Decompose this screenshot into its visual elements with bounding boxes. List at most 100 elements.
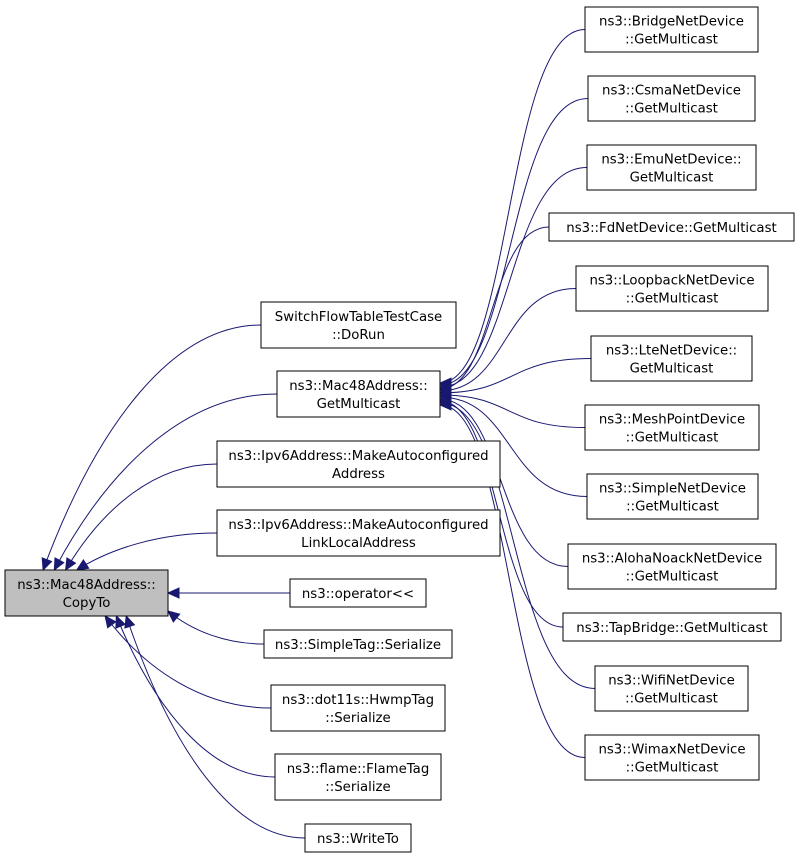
node-box xyxy=(270,684,446,732)
node-box xyxy=(586,144,757,191)
edge-root-flametag xyxy=(115,614,276,778)
node-label: SwitchFlowTableTestCase xyxy=(275,310,442,325)
edge-root-simpletag xyxy=(167,610,265,645)
arrowhead xyxy=(438,399,452,411)
node-label: ns3::Mac48Address:: xyxy=(17,578,156,593)
node-label: ns3::SimpleTag::Serialize xyxy=(275,638,441,653)
edge-line xyxy=(439,396,588,497)
graph-node-simpletag[interactable]: ns3::SimpleTag::Serialize xyxy=(263,629,453,659)
node-box xyxy=(260,301,457,349)
node-label: ::GetMulticast xyxy=(626,292,719,307)
node-label: ::Serialize xyxy=(325,711,390,726)
edge-root-switchflow xyxy=(41,324,262,572)
node-label: ns3::operator<< xyxy=(302,587,414,602)
node-box xyxy=(587,75,756,122)
graph-node-ipv6auto[interactable]: ns3::Ipv6Address::MakeAutoconfiguredAddr… xyxy=(216,440,501,488)
node-label: ::GetMulticast xyxy=(625,102,718,117)
graph-node-operator[interactable]: ns3::operator<< xyxy=(289,578,427,608)
graph-node-lte[interactable]: ns3::LteNetDevice::GetMulticast xyxy=(590,335,753,382)
edge-line xyxy=(439,167,588,388)
graph-node-loopback[interactable]: ns3::LoopbackNetDevice::GetMulticast xyxy=(575,265,769,312)
edge-root-writeto xyxy=(124,614,306,839)
edge-getmc-emu xyxy=(438,167,588,393)
node-label: Address xyxy=(332,467,385,482)
node-label: ns3::SimpleNetDevice xyxy=(599,482,746,497)
node-label: LinkLocalAddress xyxy=(301,536,416,551)
graph-node-hwmptag[interactable]: ns3::dot11s::HwmpTag::Serialize xyxy=(270,684,446,732)
graph-node-csma[interactable]: ns3::CsmaNetDevice::GetMulticast xyxy=(587,75,756,122)
edge-getmc-wimax xyxy=(438,399,586,758)
node-label: ns3::BridgeNetDevice xyxy=(599,15,744,30)
edge-root-hwmptag xyxy=(104,615,272,709)
node-label: ns3::flame::FlameTag xyxy=(287,762,430,777)
graph-node-flametag[interactable]: ns3::flame::FlameTag::Serialize xyxy=(274,753,442,801)
edge-root-ipv6ll xyxy=(75,532,218,571)
node-label: ns3::WriteTo xyxy=(317,832,399,847)
node-label: ns3::dot11s::HwmpTag xyxy=(282,693,434,708)
graph-node-switchflow[interactable]: SwitchFlowTableTestCase::DoRun xyxy=(260,301,457,349)
node-box xyxy=(276,370,441,418)
node-label: ::GetMulticast xyxy=(626,500,719,515)
arrowhead xyxy=(104,615,117,629)
graph-node-getmc[interactable]: ns3::Mac48Address::GetMulticast xyxy=(276,370,441,418)
node-label: ::GetMulticast xyxy=(626,761,719,776)
edge-getmc-bridge xyxy=(438,29,586,389)
node-layer: ns3::Mac48Address::CopyTo SwitchFlowTable… xyxy=(4,6,795,853)
edge-line xyxy=(104,615,272,709)
graph-node-simplenet[interactable]: ns3::SimpleNetDevice::GetMulticast xyxy=(586,473,759,520)
edge-root-operator xyxy=(166,587,290,599)
node-label: ns3::EmuNetDevice:: xyxy=(601,153,741,168)
edge-getmc-csma xyxy=(438,98,589,391)
graph-node-wimax[interactable]: ns3::WimaxNetDevice::GetMulticast xyxy=(584,734,760,781)
node-label: GetMulticast xyxy=(317,397,401,412)
edge-line xyxy=(439,29,586,384)
graph-node-wifi[interactable]: ns3::WifiNetDevice::GetMulticast xyxy=(594,665,749,712)
edge-line xyxy=(53,393,278,571)
graph-node-tapbridge[interactable]: ns3::TapBridge::GetMulticast xyxy=(562,612,782,642)
node-label: ns3::WimaxNetDevice xyxy=(598,743,745,758)
graph-node-aloha[interactable]: ns3::AlohaNoackNetDevice::GetMulticast xyxy=(567,543,777,590)
node-box xyxy=(4,569,169,617)
node-box xyxy=(584,6,759,53)
node-label: GetMulticast xyxy=(630,171,714,186)
node-box xyxy=(263,629,453,659)
node-box xyxy=(216,509,501,557)
arrowhead xyxy=(167,610,181,623)
edge-line xyxy=(439,226,550,390)
node-label: ns3::AlohaNoackNetDevice xyxy=(582,552,762,567)
edge-getmc-meshpoint xyxy=(438,389,586,428)
graph-node-bridge[interactable]: ns3::BridgeNetDevice::GetMulticast xyxy=(584,6,759,53)
edge-root-getmc xyxy=(53,393,278,572)
graph-node-fd[interactable]: ns3::FdNetDevice::GetMulticast xyxy=(548,212,795,242)
edge-line xyxy=(125,615,306,839)
edge-line xyxy=(42,324,262,571)
node-box xyxy=(586,473,759,520)
edge-line xyxy=(439,358,592,394)
node-label: ns3::MeshPointDevice xyxy=(599,413,745,428)
node-box xyxy=(584,404,760,451)
node-box xyxy=(567,543,777,590)
edge-line xyxy=(76,532,218,571)
graph-node-emu[interactable]: ns3::EmuNetDevice::GetMulticast xyxy=(586,144,757,191)
node-label: ns3::LteNetDevice:: xyxy=(606,344,737,359)
node-label: ns3::FdNetDevice::GetMulticast xyxy=(566,221,776,236)
node-box xyxy=(575,265,769,312)
node-box xyxy=(584,734,760,781)
arrowhead xyxy=(115,614,127,629)
edge-line xyxy=(439,404,586,758)
graph-node-root[interactable]: ns3::Mac48Address::CopyTo xyxy=(4,569,169,617)
edge-line xyxy=(439,288,577,392)
arrowhead xyxy=(75,558,90,571)
graph-node-meshpoint[interactable]: ns3::MeshPointDevice::GetMulticast xyxy=(584,404,760,451)
node-box xyxy=(594,665,749,712)
node-label: ::GetMulticast xyxy=(626,570,719,585)
node-box xyxy=(304,823,412,853)
graph-node-writeto[interactable]: ns3::WriteTo xyxy=(304,823,412,853)
edge-line xyxy=(65,463,218,571)
graph-node-ipv6ll[interactable]: ns3::Ipv6Address::MakeAutoconfiguredLink… xyxy=(216,509,501,557)
edge-line xyxy=(439,98,589,386)
node-label: ns3::CsmaNetDevice xyxy=(602,84,741,99)
edge-line xyxy=(439,394,586,428)
node-label: ns3::Mac48Address:: xyxy=(289,379,428,394)
